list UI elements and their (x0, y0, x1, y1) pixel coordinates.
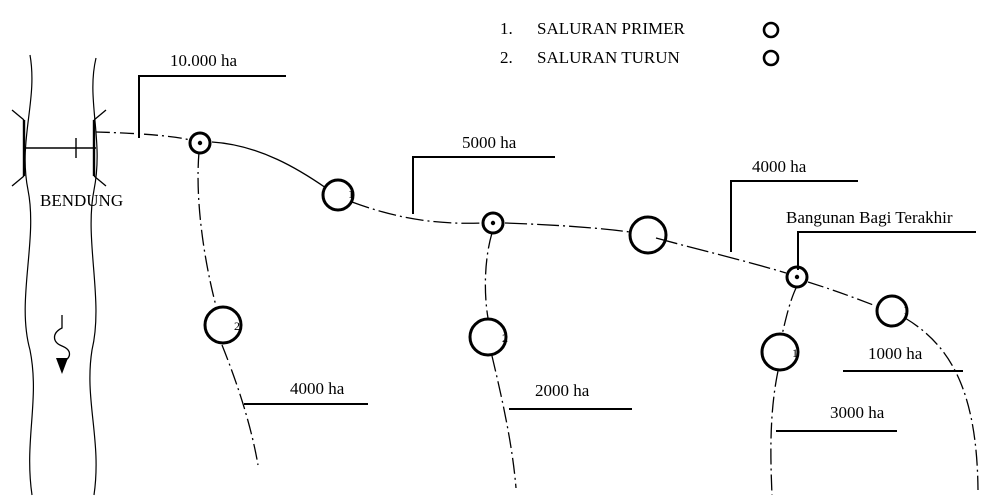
area-label-main: 10.000 ha (170, 51, 238, 70)
area-callouts: 10.000 ha 5000 ha 4000 ha Bangunan Bagi … (138, 51, 976, 432)
callout-line-primary-b (412, 156, 555, 214)
canal-marker-p1-number: 1 (348, 187, 354, 201)
secondary-canals (197, 151, 798, 496)
primary-canal-segment-4 (504, 222, 631, 233)
canal-marker-s3 (760, 332, 800, 372)
area-label-branch-4: 1000 ha (868, 344, 923, 363)
canal-marker-p1 (321, 178, 355, 212)
canal-marker-s1-number: 2 (234, 319, 240, 333)
legend: 1. SALURAN PRIMER 2. SALURAN TURUN (500, 19, 780, 67)
division-structures (188, 131, 809, 289)
bendung-weir: BENDUNG (11, 109, 123, 210)
division-structure-2 (481, 211, 505, 235)
bendung-label: BENDUNG (40, 191, 123, 210)
canal-marker-p3 (875, 294, 909, 328)
branch-canal-3 (770, 285, 798, 496)
area-label-branch-1: 4000 ha (290, 379, 345, 398)
area-label-branch-3: 3000 ha (830, 403, 885, 422)
branch-canal-1 (197, 151, 259, 466)
legend-label-saluran-primer: SALURAN PRIMER (537, 19, 685, 38)
primary-canal (95, 131, 979, 491)
intake-wing-bottom (93, 175, 107, 187)
primary-canal-segment-5 (655, 237, 787, 274)
primary-canal-segment-6 (807, 281, 877, 307)
primary-canal-segment-2 (211, 141, 327, 189)
legend-symbol-primer (762, 21, 780, 39)
branch-canal-2 (484, 232, 517, 489)
last-structure-label: Bangunan Bagi Terakhir (786, 208, 953, 227)
weir-left-wing-top (11, 109, 25, 121)
division-structure-2-dot (490, 220, 496, 226)
canal-marker-s2 (468, 317, 508, 357)
primary-canal-tail (904, 317, 979, 491)
river (24, 54, 98, 496)
weir-left-wing-bottom (11, 175, 25, 187)
canal-markers: 1 2 2 1 1 (203, 178, 909, 372)
canal-marker-p2 (628, 215, 668, 255)
area-label-primary-c: 4000 ha (752, 157, 807, 176)
canal-marker-s3-number: 1 (792, 346, 798, 360)
callout-line-last-structure (797, 231, 976, 270)
area-label-branch-2: 2000 ha (535, 381, 590, 400)
river-bank-right (89, 57, 98, 496)
intake-wing-top (93, 109, 107, 121)
flow-arrow-head (56, 358, 68, 374)
primary-canal-segment-3 (351, 201, 483, 224)
legend-number-2: 2. (500, 48, 513, 67)
callout-line-primary-c (730, 180, 858, 252)
callout-line-main (138, 75, 286, 138)
area-label-primary-b: 5000 ha (462, 133, 517, 152)
canal-marker-p3-number: 1 (903, 303, 909, 317)
legend-label-saluran-turun: SALURAN TURUN (537, 48, 680, 67)
legend-symbol-turun (762, 49, 780, 67)
division-structure-3 (785, 265, 809, 289)
division-structure-3-dot (794, 274, 800, 280)
division-structure-1-dot (197, 140, 203, 146)
flow-direction-wave (53, 315, 71, 364)
river-bank-left (24, 54, 34, 496)
legend-number-1: 1. (500, 19, 513, 38)
canal-marker-s2-number: 2 (502, 331, 508, 345)
canal-marker-s1 (203, 305, 243, 345)
primary-canal-segment-1 (95, 131, 191, 141)
division-structure-1 (188, 131, 212, 155)
